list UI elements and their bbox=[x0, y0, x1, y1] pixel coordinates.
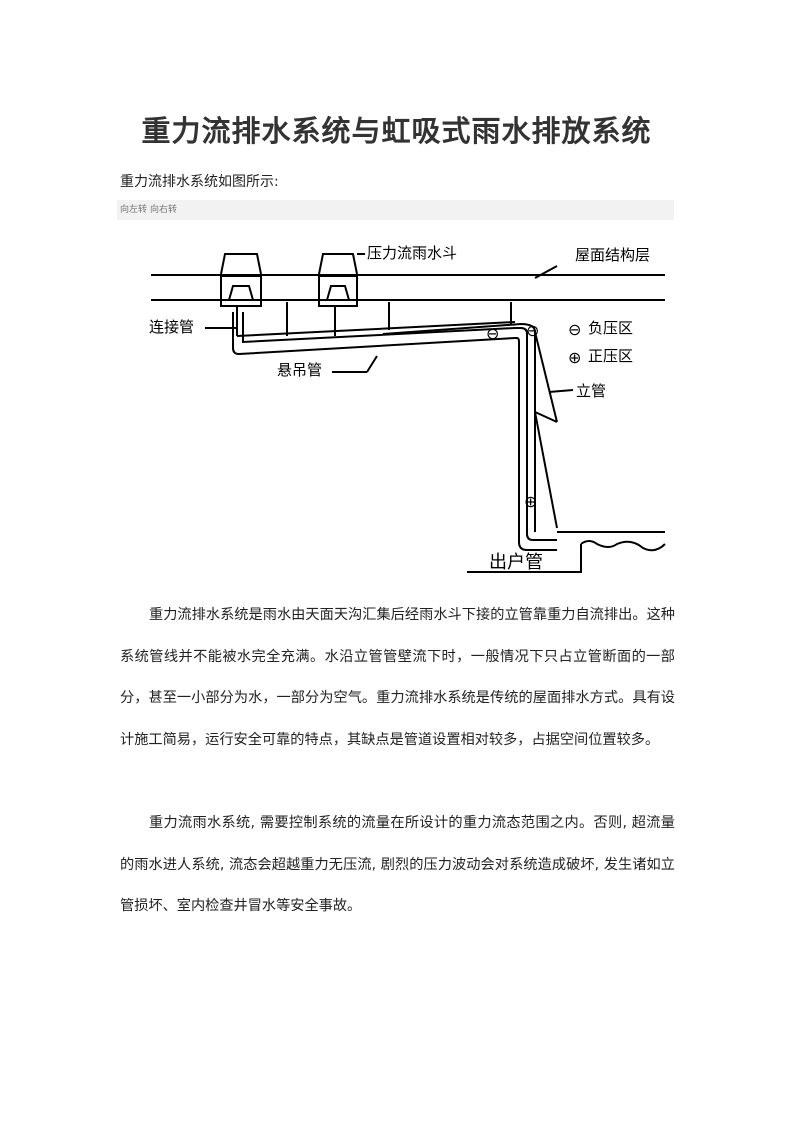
negative-symbol-2: ⊖ bbox=[526, 321, 539, 340]
page-title: 重力流排水系统与虹吸式雨水排放系统 bbox=[141, 114, 652, 148]
positive-legend-symbol: ⊕ bbox=[568, 348, 581, 367]
paragraph-gravity-system: 重力流排水系统是雨水由天面天沟汇集后经雨水斗下接的立管靠重力自流排出。这种系统管… bbox=[120, 607, 675, 748]
label-outlet: 出户管 bbox=[489, 552, 543, 573]
label-connector: 连接管 bbox=[149, 318, 194, 336]
negative-symbol-1: ⊖ bbox=[486, 324, 499, 343]
label-pressure-drain: 压力流雨水斗 bbox=[367, 244, 457, 262]
paragraph-gravity-rainwater: 重力流雨水系统, 需要控制系统的流量在所设计的重力流态范围之内。否则, 超流量的… bbox=[120, 815, 675, 914]
image-toolbar: 向左转向右转 bbox=[117, 200, 674, 220]
intro-text: 重力流排水系统如图所示: bbox=[120, 174, 279, 190]
label-roof-layer: 屋面结构层 bbox=[575, 246, 650, 264]
rotate-right-link[interactable]: 向右转 bbox=[150, 205, 178, 215]
label-negative-zone: 负压区 bbox=[588, 319, 633, 337]
negative-legend-symbol: ⊖ bbox=[568, 320, 581, 339]
drainage-diagram: ⊖ ⊖ ⊕ ⊖ ⊕ 压力流雨水斗 屋面结构层 连接管 悬吊管 负压区 正压区 立… bbox=[149, 244, 666, 573]
label-positive-zone: 正压区 bbox=[588, 347, 633, 365]
label-suspended-pipe: 悬吊管 bbox=[277, 361, 322, 379]
positive-symbol-riser: ⊕ bbox=[524, 492, 537, 511]
rotate-left-link[interactable]: 向左转 bbox=[120, 205, 148, 215]
label-riser: 立管 bbox=[576, 382, 606, 400]
